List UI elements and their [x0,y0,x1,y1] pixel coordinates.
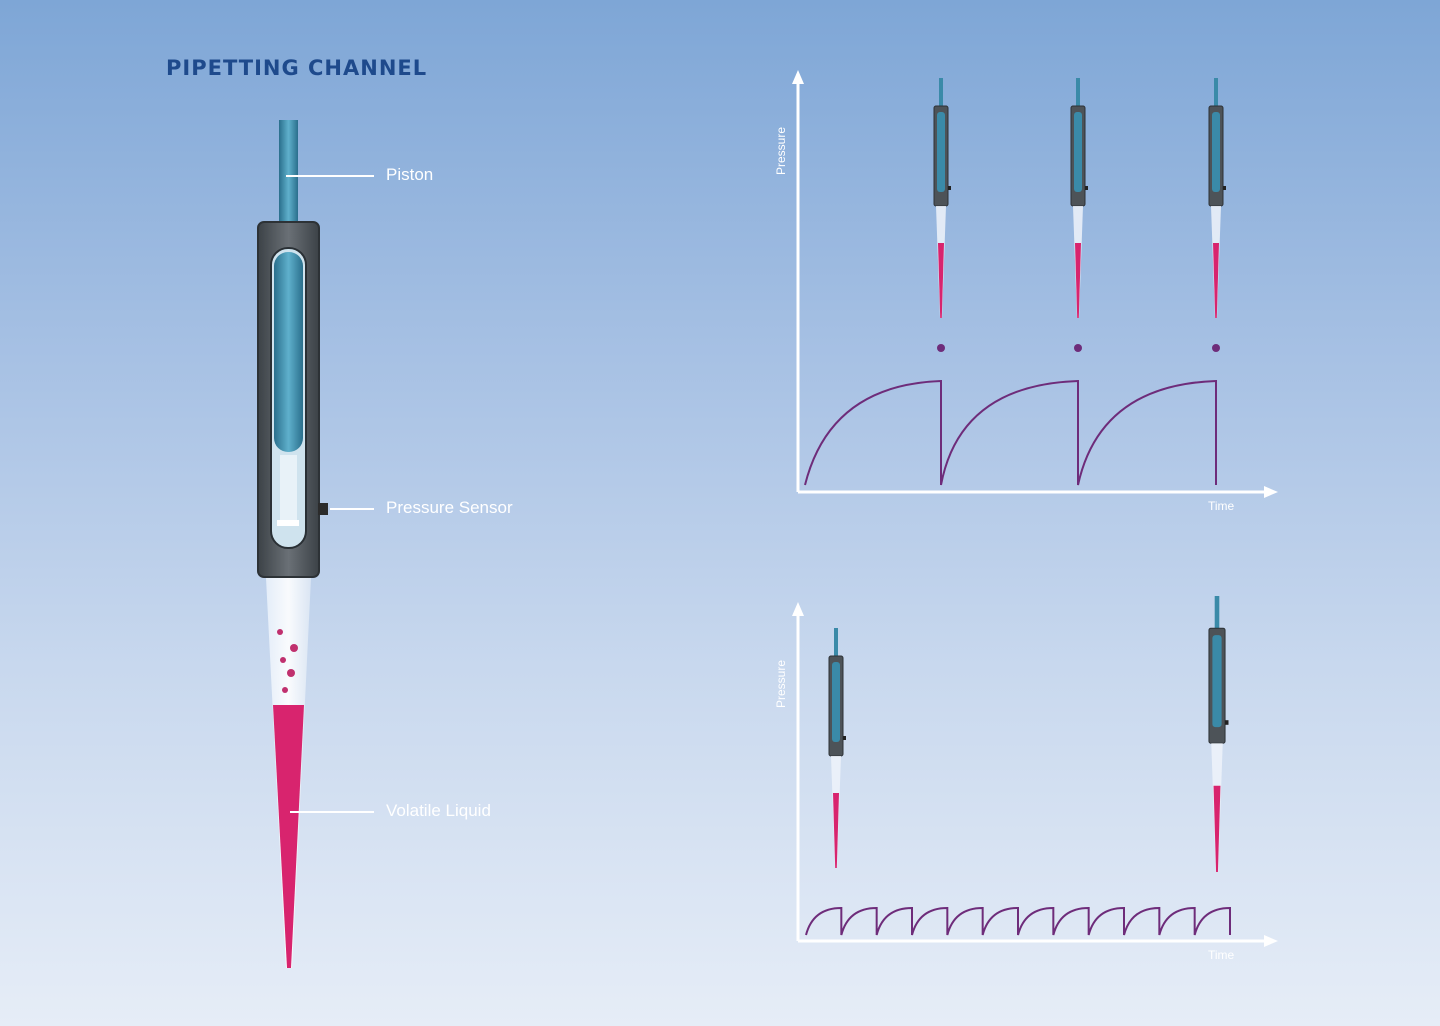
label-piston: Piston [386,165,434,184]
bottom-pressure-curve [805,906,1231,936]
droplet [1074,344,1082,352]
mini-pipette-icon [1208,78,1226,352]
mini-pipette-icon [828,628,846,868]
droplet [1212,344,1220,352]
volatile-liquid [273,705,304,968]
mini-pipette-icon [1070,78,1088,352]
bottom-y-axis-label: Pressure [774,659,788,708]
mini-pipette-icon [1208,596,1229,872]
label-pressure-sensor: Pressure Sensor [386,498,513,517]
top-pressure-curve [804,379,1217,486]
droplet [937,344,945,352]
bottom-x-axis-label: Time [1208,948,1235,962]
top-x-axis-label: Time [1208,499,1235,513]
pressure-sensor [318,503,328,515]
label-volatile-liquid: Volatile Liquid [386,801,491,820]
diagram-title: PIPETTING CHANNEL [166,56,428,80]
mini-pipette-icon [933,78,951,352]
